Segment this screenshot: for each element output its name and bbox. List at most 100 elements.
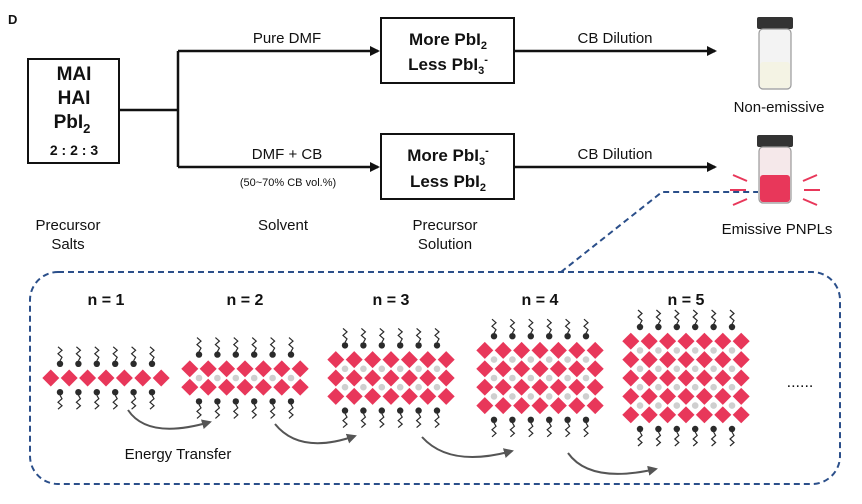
- cation-n5: [728, 347, 736, 354]
- octahedron-n4: [585, 358, 606, 379]
- octahedron-n5: [639, 386, 660, 407]
- octahedron-n4: [493, 358, 514, 379]
- octahedron-n5: [657, 349, 678, 370]
- cation-n5: [636, 402, 644, 409]
- octahedron-n5: [731, 349, 752, 370]
- cation-n5: [673, 365, 681, 373]
- ligand-bottom-n1-head: [148, 389, 156, 396]
- octahedron-n2: [271, 358, 292, 379]
- cation-n5: [728, 365, 736, 373]
- octahedron-n5: [694, 349, 715, 370]
- cation-n3: [415, 365, 422, 373]
- stage-precursor-salts-2: Salts: [51, 236, 84, 253]
- ligand-bottom-n4-head: [582, 416, 590, 423]
- cation-n2: [287, 374, 295, 382]
- octahedron-n5: [620, 331, 641, 352]
- ligand-bottom-n5-tail: [710, 431, 717, 447]
- octahedron-n4: [566, 358, 587, 379]
- ligand-top-n4-head: [490, 333, 498, 340]
- ligand-top-n2-tail: [232, 337, 239, 352]
- emissive-pnpls-label: Emissive PNPLs: [722, 221, 833, 238]
- octahedron-n5: [712, 331, 733, 352]
- cation-n3: [378, 383, 386, 391]
- bottom-cb-dilution-label: CB Dilution: [577, 146, 652, 163]
- octahedron-n4: [548, 340, 569, 361]
- ligand-bottom-n4-tail: [527, 422, 534, 438]
- cation-n4: [545, 356, 553, 363]
- energy-transfer-label: Energy Transfer: [125, 446, 232, 463]
- ligand-bottom-n1-tail: [149, 394, 155, 410]
- cation-n3: [415, 383, 422, 391]
- octahedron-n4: [474, 358, 495, 379]
- octahedron-n5: [694, 404, 715, 425]
- ligand-top-n1-tail: [130, 346, 137, 362]
- ligand-bottom-n3-head: [341, 407, 349, 414]
- octahedron-n5: [639, 331, 660, 352]
- ligand-bottom-n4-head: [527, 416, 534, 423]
- ligand-bottom-n2-tail: [232, 404, 239, 419]
- cation-n5: [655, 347, 662, 354]
- energy-transfer-arrows: [127, 409, 658, 476]
- octahedron-n2: [253, 377, 274, 398]
- octahedron-n3: [325, 386, 346, 407]
- ligand-top-n2-head: [251, 351, 258, 358]
- octahedron-n2: [198, 377, 219, 398]
- cation-n4: [564, 393, 571, 400]
- octahedron-n3: [381, 386, 401, 407]
- octahedron-n2: [198, 358, 219, 379]
- cation-n4: [527, 393, 535, 400]
- ligand-bottom-n4-head: [564, 416, 571, 423]
- ligand-bottom-n3-tail: [415, 413, 422, 429]
- ligand-top-n1-head: [112, 360, 119, 367]
- ligand-bottom-n3-tail: [378, 413, 385, 429]
- octahedron-n5: [657, 386, 678, 407]
- ligand-bottom-n2-head: [251, 398, 258, 405]
- octahedron-n4: [548, 395, 569, 416]
- ligand-top-n5-head: [655, 323, 662, 331]
- mai-label: MAI: [57, 64, 92, 85]
- ligand-top-n1-tail: [57, 346, 63, 362]
- ligand-bottom-n2-tail: [269, 404, 276, 419]
- ligand-top-n1-head: [130, 360, 137, 367]
- ligand-top-n3-tail: [360, 327, 367, 343]
- cation-n3: [433, 383, 441, 391]
- octahedron-n4: [493, 340, 514, 361]
- emissive-vial: [757, 135, 793, 204]
- cation-n5: [636, 383, 644, 391]
- dmf-cb-label: DMF + CB: [252, 146, 322, 163]
- cation-n5: [691, 383, 699, 391]
- stage-precursor-solution-1: Precursor: [412, 217, 477, 234]
- layer-label-n3: n = 3: [373, 292, 410, 309]
- cation-n5: [728, 402, 736, 409]
- non-emissive-label: Non-emissive: [734, 99, 825, 116]
- ligand-top-n5-tail: [673, 309, 680, 325]
- ligand-bottom-n5-tail: [673, 431, 680, 447]
- ligand-bottom-n4-tail: [583, 422, 589, 438]
- ligand-bottom-n4-head: [546, 416, 553, 423]
- emission-rays: [730, 174, 820, 206]
- cation-n4: [490, 356, 498, 363]
- ligand-bottom-n1-head: [56, 389, 64, 396]
- octahedron-n5: [694, 386, 715, 407]
- cation-n3: [396, 383, 404, 391]
- ligand-top-n5-head: [710, 323, 717, 331]
- octahedron-n5: [676, 349, 696, 370]
- ligand-bottom-n3-head: [433, 407, 441, 414]
- octahedron-n3: [417, 368, 438, 388]
- cation-n2: [232, 374, 240, 382]
- ligand-top-n4-head: [564, 333, 571, 340]
- ligand-bottom-n2-head: [195, 398, 203, 405]
- octahedron-n3: [436, 368, 457, 388]
- ligand-top-n4-head: [582, 333, 590, 340]
- cation-n4: [527, 374, 535, 382]
- stage-precursor-salts-1: Precursor: [35, 217, 100, 234]
- ligand-top-n2-tail: [196, 337, 202, 352]
- octahedron-n5: [712, 368, 733, 388]
- ligand-bottom-n2-tail: [214, 404, 221, 419]
- ligand-top-n2-head: [287, 351, 295, 358]
- layer-panel-outline: [29, 271, 841, 485]
- octahedron-n5: [694, 368, 715, 388]
- ligand-top-n5-tail: [692, 309, 699, 325]
- octahedron-n3: [325, 349, 346, 370]
- octahedron-n5: [731, 404, 752, 425]
